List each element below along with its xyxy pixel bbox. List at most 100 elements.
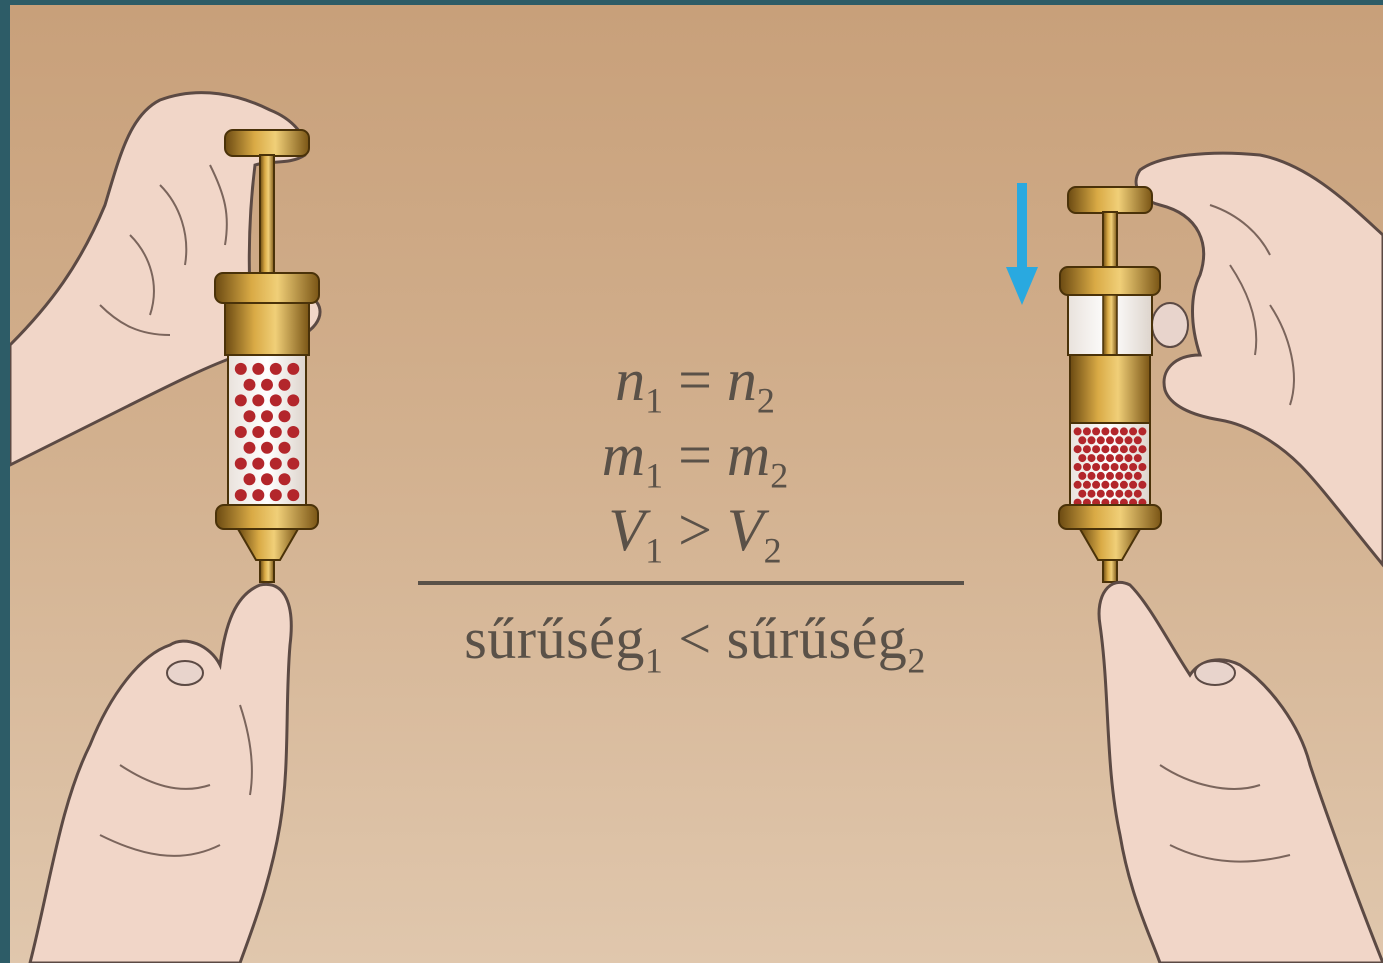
gas-particle [1096, 489, 1105, 498]
gas-particle [234, 457, 247, 470]
density1-label: sűrűség [464, 606, 645, 671]
gas-particle [1115, 489, 1124, 498]
gas-particle [1101, 445, 1110, 454]
gas-particle [1133, 454, 1142, 463]
gas-particle [269, 362, 282, 375]
gas-particle [1119, 480, 1128, 489]
gas-particle [278, 410, 291, 423]
m2-symbol: m [726, 422, 771, 488]
compression-arrow-icon [1006, 183, 1038, 305]
v1-symbol: V [608, 497, 646, 563]
right-lower-hand-icon [1097, 581, 1383, 963]
gas-particle [243, 378, 256, 391]
density-result: sűrűség1 < sűrűség2 [410, 605, 980, 681]
gas-particle [1115, 436, 1124, 445]
gas-particle [252, 426, 265, 438]
gas-particle [1078, 454, 1087, 463]
left-syringe-icon [214, 129, 320, 583]
m2-subscript: 2 [770, 455, 789, 496]
gas-particle [1138, 445, 1147, 454]
gas-particle [261, 410, 273, 423]
m1-symbol: m [601, 422, 646, 488]
gas-particle [287, 362, 300, 375]
gas-particle [252, 394, 265, 407]
gas-particle [1138, 427, 1147, 436]
gas-particle [278, 378, 291, 391]
gas-particle [1110, 445, 1119, 454]
gas-particle [1129, 463, 1138, 471]
gas-particle [1096, 436, 1105, 445]
gas-particle [1078, 471, 1087, 480]
gas-particle [1101, 463, 1110, 471]
gas-particle [1082, 463, 1091, 471]
gas-particle [1119, 427, 1128, 436]
gas-particle [1078, 489, 1087, 498]
gas-particle [1129, 480, 1138, 489]
right-syringe-icon [1058, 186, 1162, 583]
gas-particle [1115, 454, 1124, 463]
gas-particle [252, 362, 265, 375]
gas-particle [1106, 454, 1114, 463]
gas-particle [269, 457, 282, 470]
diagram-canvas: n1 = n2 m1 = m2 V1 > V2 sűrűség1 < sűrűs… [10, 5, 1383, 963]
gas-particle [234, 362, 247, 375]
gas-particle [1124, 471, 1133, 480]
gas-particle [1087, 454, 1096, 463]
gas-particle [269, 489, 282, 502]
gas-particle [1092, 480, 1101, 489]
gas-particle [1124, 436, 1133, 445]
gas-particle [1133, 489, 1142, 498]
gas-particle [1110, 427, 1119, 436]
v1-subscript: 1 [645, 530, 664, 571]
gas-particle [261, 441, 273, 454]
left-gas-particles [234, 362, 300, 502]
density2-label: sűrűség [726, 606, 908, 671]
gas-particle [243, 441, 256, 454]
n1-subscript: 1 [645, 380, 664, 421]
gas-particle [1106, 436, 1114, 445]
gas-particle [1119, 463, 1128, 471]
gas-particle [1087, 489, 1096, 498]
gas-particle [1106, 471, 1114, 480]
gas-particle [261, 378, 273, 391]
gas-particle [1073, 427, 1082, 436]
gas-particle [278, 441, 291, 454]
gas-particle [287, 489, 300, 502]
gas-particle [1078, 436, 1087, 445]
gas-particle [252, 457, 265, 470]
gas-particle [1082, 445, 1091, 454]
gas-particle [1092, 445, 1101, 454]
gas-particle [287, 426, 300, 438]
n1-symbol: n [615, 347, 646, 413]
gas-particle [1101, 427, 1110, 436]
n2-subscript: 2 [756, 380, 775, 421]
v2-subscript: 2 [763, 530, 782, 571]
density2-subscript: 2 [907, 640, 926, 681]
gas-particle [243, 410, 256, 423]
gas-particle [1096, 454, 1105, 463]
gas-particle [1082, 480, 1091, 489]
m1-subscript: 1 [645, 455, 664, 496]
gas-particle [1115, 471, 1124, 480]
gas-particle [234, 489, 247, 502]
left-lower-hand-icon [28, 582, 293, 963]
gas-particle [1133, 436, 1142, 445]
gas-particle [243, 473, 256, 486]
gas-particle [1129, 445, 1138, 454]
gas-particle [1110, 463, 1119, 471]
gas-particle [261, 473, 273, 486]
less-than-operator: < [678, 606, 712, 671]
gas-particle [1092, 463, 1101, 471]
formula-line-m: m1 = m2 [410, 425, 980, 494]
gas-particle [1129, 427, 1138, 436]
gas-particle [234, 394, 247, 407]
gas-particle [1082, 427, 1091, 436]
equals-operator: = [678, 347, 712, 413]
gas-particle [252, 489, 265, 502]
gas-particle [234, 426, 247, 438]
gas-particle [269, 426, 282, 438]
gas-particle [1119, 445, 1128, 454]
equals-operator: = [678, 422, 712, 488]
gas-particle [1101, 480, 1110, 489]
n2-symbol: n [726, 347, 757, 413]
